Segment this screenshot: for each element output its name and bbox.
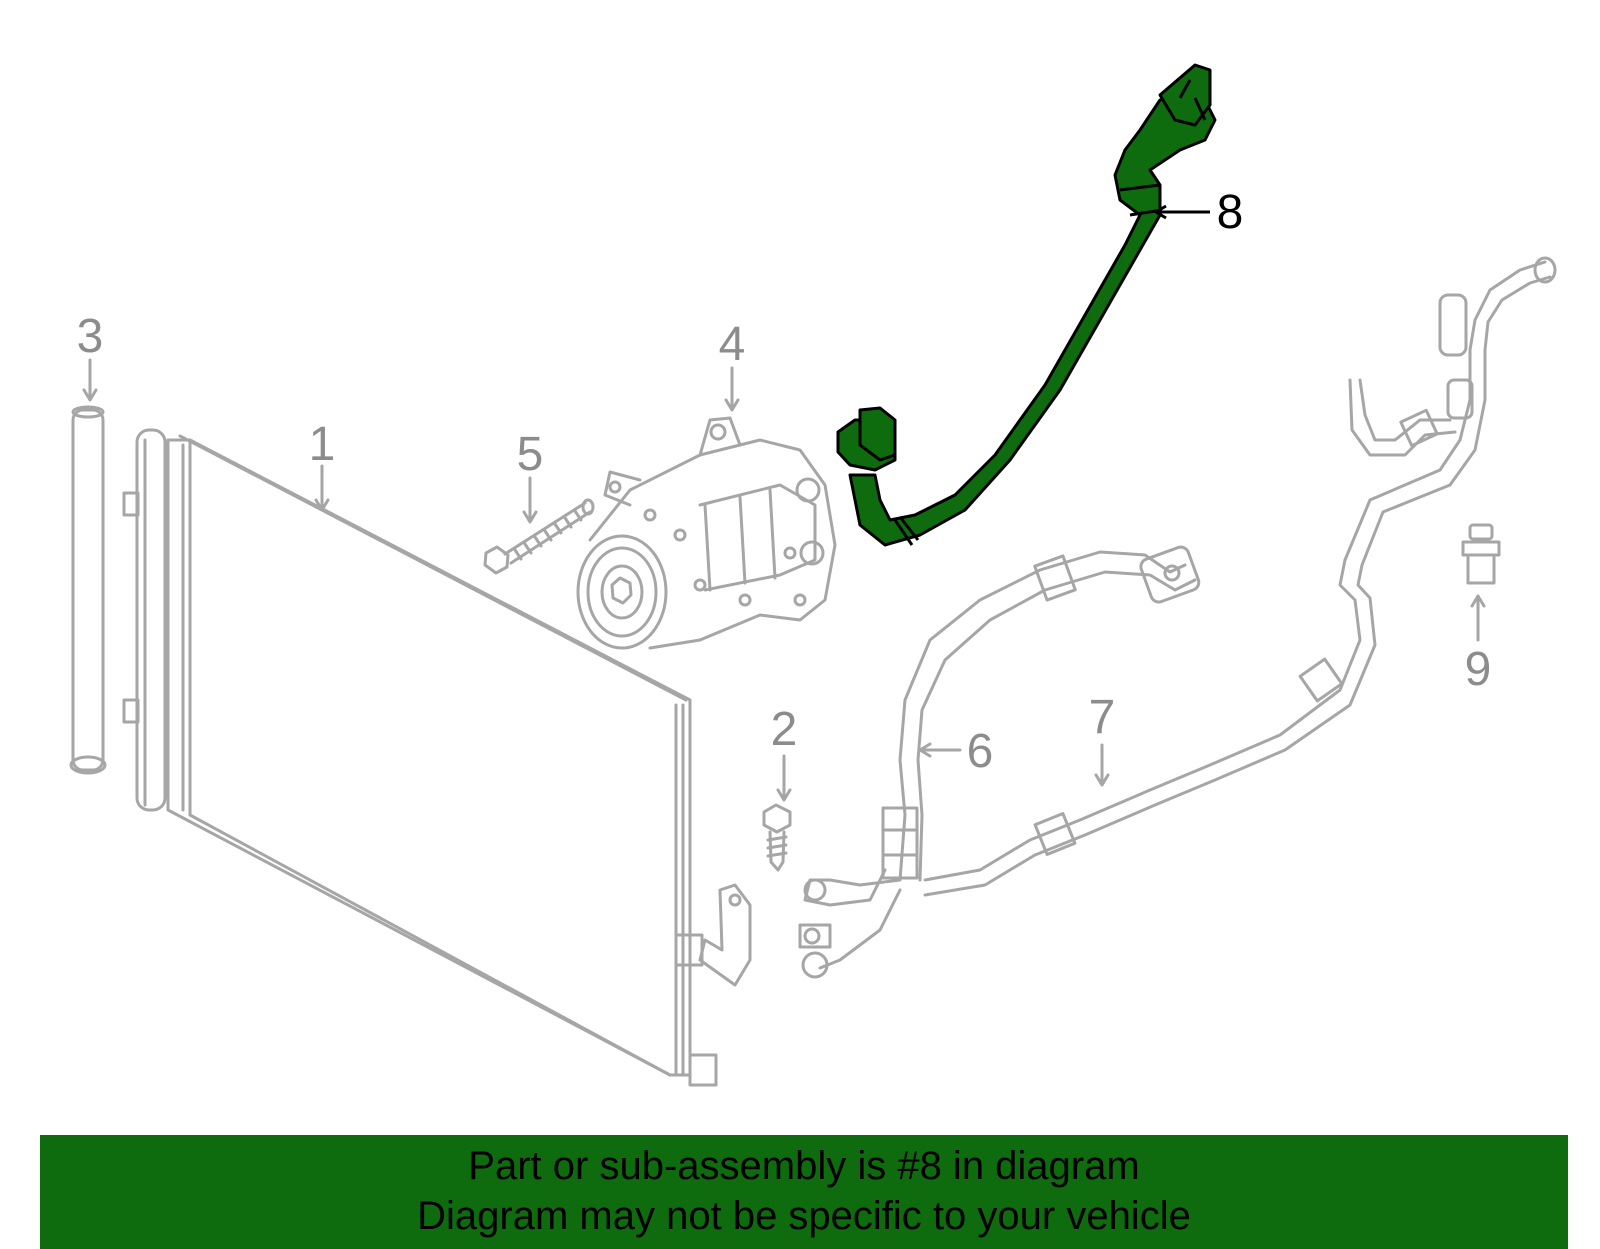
part-3-drier-cartridge [69, 405, 107, 775]
footer-line-part-info: Part or sub-assembly is #8 in diagram [468, 1144, 1140, 1188]
callout-3: 3 [77, 310, 104, 363]
part-1-condenser [122, 428, 752, 1087]
part-7-line [923, 256, 1557, 897]
callout-2: 2 [771, 703, 798, 756]
callout-arrows [82, 358, 1486, 802]
callout-1: 1 [309, 418, 336, 471]
part-2-screw [762, 803, 792, 872]
part-6-hose [798, 545, 1201, 979]
part-5-bolt [483, 498, 595, 575]
part-8-ac-hose-highlighted [836, 63, 1217, 547]
part-4-compressor [576, 416, 837, 650]
footer-banner: Part or sub-assembly is #8 in diagram Di… [40, 1135, 1568, 1249]
part-9-pressure-switch [1461, 523, 1501, 585]
parts-diagram: 3 1 5 4 2 6 7 8 9 [69, 63, 1557, 1087]
callout-8: 8 [1217, 186, 1244, 239]
callout-6: 6 [967, 725, 994, 778]
callout-4: 4 [719, 318, 746, 371]
callout-5: 5 [517, 428, 544, 481]
footer-line-disclaimer: Diagram may not be specific to your vehi… [417, 1194, 1191, 1238]
callout-7: 7 [1089, 691, 1116, 744]
callout-9: 9 [1465, 643, 1492, 696]
